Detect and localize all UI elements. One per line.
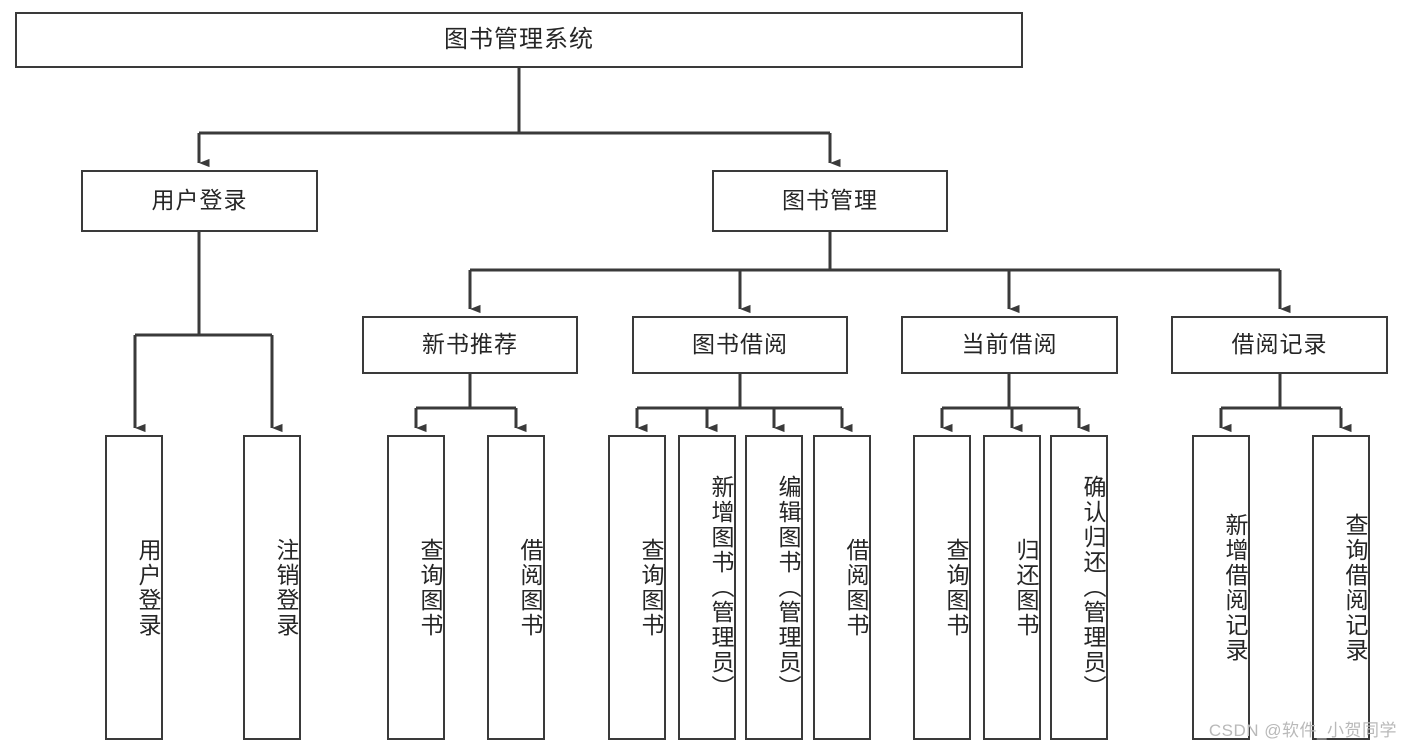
node-book-management[interactable]: 图书管理 [712, 170, 948, 232]
leaf-query-book-borrow[interactable]: 查询图书 [608, 435, 666, 740]
leaf-borrow-book[interactable]: 借阅图书 [813, 435, 871, 740]
node-label: 归还图书 [1013, 537, 1039, 638]
csdn-watermark: CSDN @软件_小贺同学 [1208, 721, 1397, 740]
node-label: 新书推荐 [422, 331, 518, 358]
node-label: 借阅图书 [843, 537, 869, 638]
node-label: 注销登录 [273, 537, 299, 638]
node-label: 借阅图书 [517, 537, 543, 638]
node-label: 图书借阅 [692, 331, 788, 358]
leaf-query-book-current[interactable]: 查询图书 [913, 435, 971, 740]
node-label: 新增借阅记录 [1222, 512, 1248, 663]
node-borrow-record[interactable]: 借阅记录 [1171, 316, 1388, 374]
node-user-login[interactable]: 用户登录 [81, 170, 318, 232]
node-label: 用户登录 [151, 187, 248, 214]
node-label: 确认归还（管理员） [1080, 475, 1106, 700]
node-label: 新增图书（管理员） [708, 475, 734, 700]
leaf-edit-book-admin[interactable]: 编辑图书（管理员） [745, 435, 803, 740]
leaf-add-book-admin[interactable]: 新增图书（管理员） [678, 435, 736, 740]
leaf-return-book[interactable]: 归还图书 [983, 435, 1041, 740]
node-label: 查询图书 [417, 537, 443, 638]
leaf-query-book-recommend[interactable]: 查询图书 [387, 435, 445, 740]
node-label: 查询借阅记录 [1342, 512, 1368, 663]
node-root-system[interactable]: 图书管理系统 [15, 12, 1023, 68]
leaf-user-login[interactable]: 用户登录 [105, 435, 163, 740]
node-current-borrow[interactable]: 当前借阅 [901, 316, 1118, 374]
node-label: 查询图书 [638, 537, 664, 638]
node-new-book-recommend[interactable]: 新书推荐 [362, 316, 578, 374]
leaf-borrow-book-recommend[interactable]: 借阅图书 [487, 435, 545, 740]
node-label: 图书管理系统 [444, 25, 594, 53]
leaf-add-borrow-record[interactable]: 新增借阅记录 [1192, 435, 1250, 740]
leaf-logout[interactable]: 注销登录 [243, 435, 301, 740]
node-label: 查询图书 [943, 537, 969, 638]
node-label: 用户登录 [135, 537, 161, 638]
leaf-confirm-return-admin[interactable]: 确认归还（管理员） [1050, 435, 1108, 740]
leaf-query-borrow-record[interactable]: 查询借阅记录 [1312, 435, 1370, 740]
node-label: 编辑图书（管理员） [775, 475, 801, 700]
node-book-borrow[interactable]: 图书借阅 [632, 316, 848, 374]
node-label: 当前借阅 [961, 331, 1058, 358]
node-label: 借阅记录 [1231, 331, 1328, 358]
node-label: 图书管理 [782, 187, 878, 214]
